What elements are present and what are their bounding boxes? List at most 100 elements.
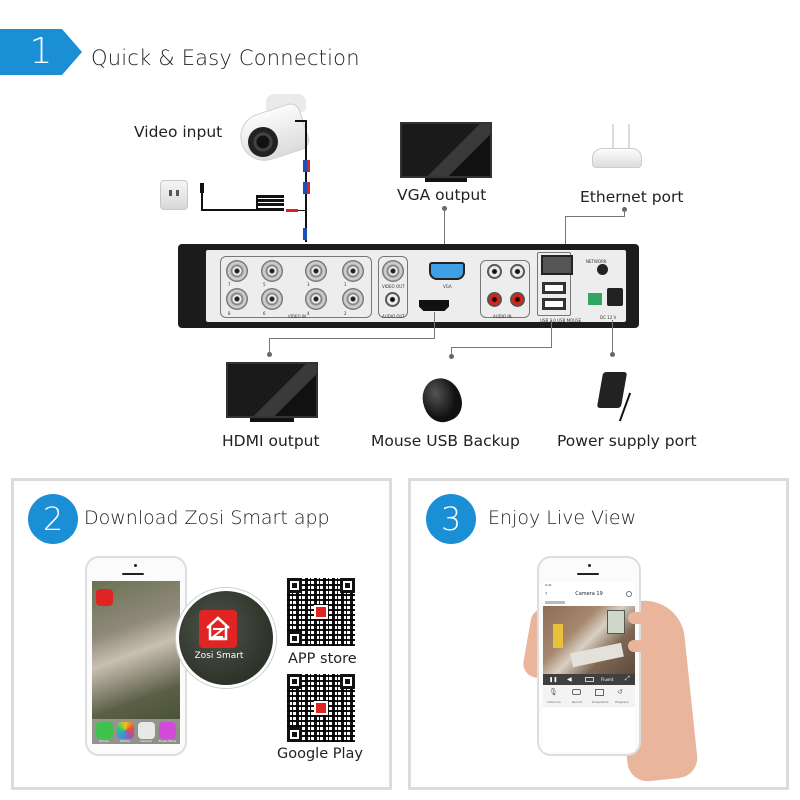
live-video-feed[interactable] — [543, 606, 635, 674]
front-camera — [134, 564, 137, 567]
connector-dot — [449, 354, 454, 359]
video-out-port — [382, 260, 404, 282]
av-out-group — [378, 256, 408, 318]
fullscreen-icon[interactable]: ⤢ — [625, 675, 630, 682]
microphone-icon[interactable]: 🎙 — [549, 688, 558, 696]
mouse-usb-backup-label: Mouse USB Backup — [371, 432, 520, 450]
bnc-port-4 — [305, 288, 327, 310]
house-z-icon — [206, 616, 230, 641]
splitter-lead — [256, 199, 284, 202]
vga-monitor-icon — [400, 122, 492, 178]
zosi-logo-icon — [314, 605, 328, 619]
photos-app-icon[interactable] — [117, 722, 134, 739]
step-2-badge: 2 — [28, 494, 78, 544]
phone-app-icon[interactable] — [96, 722, 113, 739]
live-view-screen: 9:41 ‹ Camera 19 ❚❚ ◀ Fluent ⤢ 🎙 ↺ Inter… — [543, 582, 635, 752]
bnc-port-5 — [261, 260, 283, 282]
control-bar: 🎙 ↺ Intercom Record Screenshot Playback — [543, 685, 635, 707]
hdmi-connector-line — [434, 312, 435, 338]
vga-output-label: VGA output — [397, 186, 487, 204]
hdmi-port — [419, 300, 449, 311]
zosi-smart-app-icon-large[interactable] — [199, 610, 237, 648]
usb-connector-line — [451, 347, 552, 348]
power-supply-port-label: Power supply port — [557, 432, 697, 450]
router-antenna — [628, 124, 630, 154]
record-icon[interactable] — [572, 689, 581, 695]
qr-finder — [287, 631, 302, 646]
qr-finder — [287, 727, 302, 742]
channel-selector[interactable] — [545, 601, 565, 604]
splitter-lead — [256, 208, 284, 211]
channel-label: 4 — [307, 311, 310, 316]
audio-in-port-1 — [510, 264, 525, 279]
step-1-badge — [0, 29, 82, 75]
step-3-badge: 3 — [426, 494, 476, 544]
bnc-port-7 — [226, 260, 248, 282]
usb-connector-line — [551, 320, 552, 348]
channel-label: 3 — [307, 282, 310, 287]
splitter-lead — [256, 195, 284, 198]
camera-app-icon[interactable] — [138, 722, 155, 739]
audio-in-port-3 — [487, 264, 502, 279]
ethernet-connector-line — [565, 216, 625, 217]
dock-label: Camera — [140, 739, 152, 743]
sofa — [570, 642, 624, 668]
camera-title: Camera 19 — [575, 591, 603, 597]
monitor-stand — [425, 178, 467, 182]
hdmi-connector-line — [269, 338, 435, 339]
hdmi-monitor-icon — [226, 362, 318, 418]
network-label: NETWORK — [586, 259, 607, 264]
home-screen: Phone Photos Camera iTunes Store — [92, 581, 180, 744]
qr-finder — [340, 674, 355, 689]
playback-icon[interactable]: ↺ — [617, 688, 623, 696]
finger — [628, 640, 650, 652]
vga-port — [429, 262, 465, 280]
hdmi-output-label: HDMI output — [222, 432, 320, 450]
video-input-label: Video input — [134, 123, 223, 141]
bnc-port-2 — [342, 288, 364, 310]
power-lead-red — [286, 209, 298, 212]
channel-label: 7 — [228, 282, 231, 287]
screen-split-icon[interactable] — [585, 677, 594, 682]
fluent-quality-button[interactable]: Fluent — [601, 677, 614, 682]
ethernet-connector-line — [624, 209, 625, 217]
monitor-stand — [250, 418, 294, 422]
power-adapter-icon — [596, 372, 628, 408]
itunes-store-app-icon[interactable] — [159, 722, 176, 739]
network-usb-group — [537, 252, 571, 316]
audio-in-label: AUDIO IN — [493, 314, 512, 319]
power-lead — [298, 210, 306, 211]
usb-connector-line — [451, 347, 452, 356]
hdmi-connector-line — [269, 338, 270, 354]
audio-out-label: AUDIO OUT — [382, 314, 405, 319]
ethernet-port — [541, 255, 573, 275]
power-connector-icon — [307, 182, 310, 194]
zosi-smart-app-icon[interactable] — [96, 589, 113, 606]
router-icon — [592, 148, 642, 168]
app-store-label: APP store — [288, 651, 357, 667]
dock-label: Photos — [119, 739, 131, 743]
splitter-lead — [256, 203, 284, 206]
screenshot-icon[interactable] — [595, 689, 604, 696]
bnc-port-6 — [261, 288, 283, 310]
step-1-number: 1 — [29, 31, 53, 72]
volume-icon[interactable]: ◀ — [567, 676, 572, 683]
earpiece-speaker — [122, 573, 144, 575]
audio-in-port-4 — [487, 292, 502, 307]
dc-power-jack — [607, 288, 623, 306]
settings-gear-icon[interactable] — [626, 591, 632, 597]
step-1-title: Quick & Easy Connection — [91, 46, 360, 70]
vga-port-label: VGA — [443, 284, 452, 289]
adapter-plug-icon — [200, 183, 204, 193]
status-bar: 9:41 — [545, 583, 552, 587]
channel-label: 2 — [344, 311, 347, 316]
pause-icon[interactable]: ❚❚ — [549, 677, 558, 683]
window — [607, 610, 625, 634]
video-in-label: VIDEO IN — [288, 314, 307, 319]
bnc-plug-icon — [303, 228, 307, 240]
step-2-title: Download Zosi Smart app — [84, 507, 330, 529]
back-arrow-icon[interactable]: ‹ — [545, 590, 548, 597]
bnc-connector-icon — [303, 182, 309, 194]
router-antenna — [612, 124, 614, 154]
zosi-smart-label: Zosi Smart — [194, 651, 244, 661]
